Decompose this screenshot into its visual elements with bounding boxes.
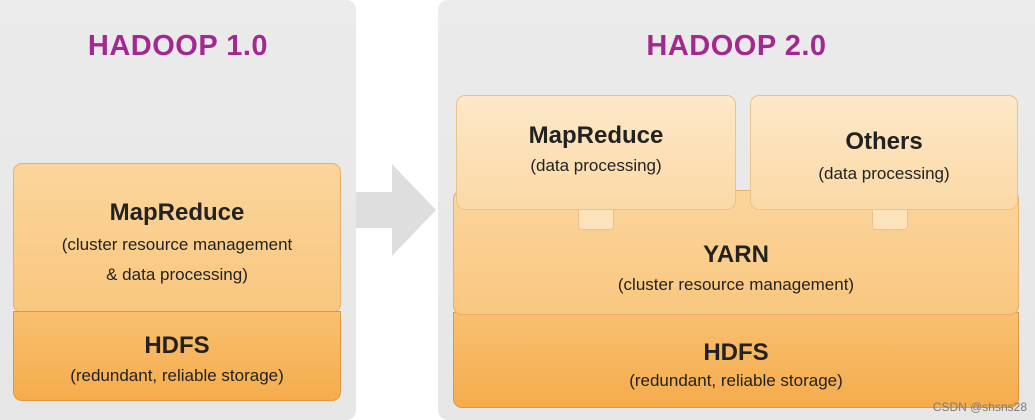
hadoop2-hdfs-desc: (redundant, reliable storage) bbox=[629, 371, 843, 390]
hadoop2-mapreduce-title: MapReduce bbox=[528, 122, 664, 149]
hadoop2-hdfs-title: HDFS bbox=[703, 339, 769, 366]
hadoop1-hdfs-box: HDFS (redundant, reliable storage) bbox=[13, 311, 341, 401]
hadoop2-hdfs-box: HDFS (redundant, reliable storage) bbox=[453, 312, 1019, 408]
hadoop2-mapreduce-box: MapReduce (data processing) bbox=[456, 95, 736, 210]
yarn-desc: (cluster resource management) bbox=[617, 275, 855, 294]
hadoop1-mapreduce-box: MapReduce (cluster resource management &… bbox=[13, 163, 341, 313]
hadoop1-mapreduce-desc-line1: (cluster resource management bbox=[61, 235, 293, 254]
others-connector-tab bbox=[872, 210, 908, 230]
yarn-title: YARN bbox=[703, 241, 769, 268]
hadoop2-mapreduce-desc: (data processing) bbox=[530, 156, 662, 175]
hadoop1-mapreduce-title: MapReduce bbox=[109, 199, 245, 226]
others-box: Others (data processing) bbox=[750, 95, 1018, 210]
hadoop1-mapreduce-desc-line2: & data processing) bbox=[106, 265, 248, 284]
right-arrow-icon bbox=[356, 164, 436, 256]
others-title: Others bbox=[845, 128, 923, 155]
mapreduce-connector-tab bbox=[578, 210, 614, 230]
yarn-box: YARN (cluster resource management) bbox=[453, 190, 1019, 315]
hadoop1-hdfs-desc: (redundant, reliable storage) bbox=[70, 366, 284, 385]
hadoop-1-heading: HADOOP 1.0 bbox=[87, 30, 269, 62]
hadoop-2-heading: HADOOP 2.0 bbox=[646, 30, 827, 62]
watermark: CSDN @shsns28 bbox=[932, 400, 1027, 414]
others-desc: (data processing) bbox=[818, 164, 950, 183]
hadoop1-hdfs-title: HDFS bbox=[144, 332, 210, 359]
